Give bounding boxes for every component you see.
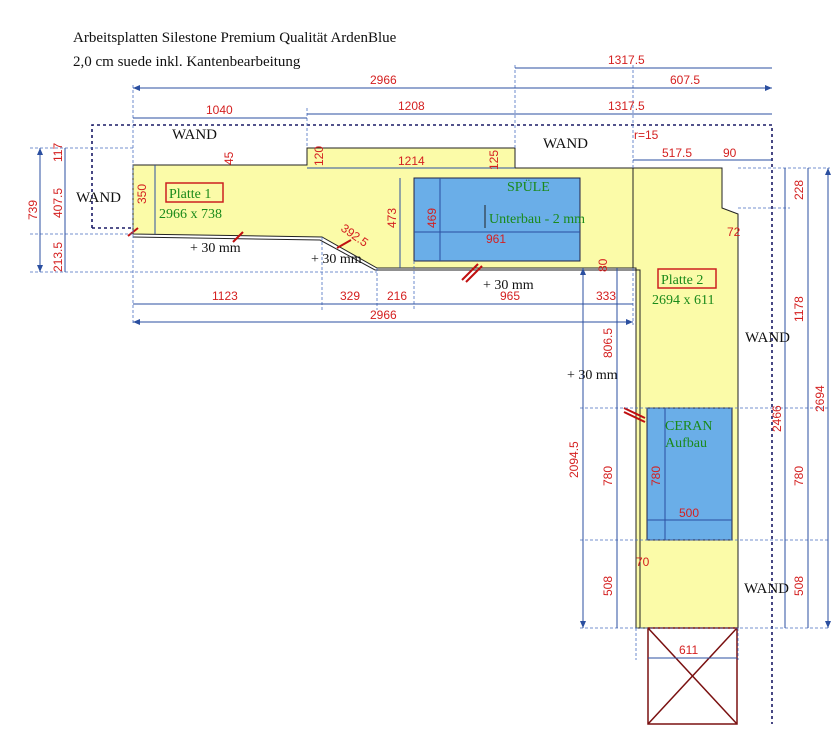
dim-top-607-5: 607.5 [670, 73, 700, 87]
dim-bot-965: 965 [500, 289, 520, 303]
dim-611: 611 [679, 643, 698, 657]
edge-note-4: + 30 mm [567, 368, 618, 383]
extension-lines [30, 65, 830, 660]
dim-517-5: 517.5 [662, 146, 692, 160]
dim-right-228: 228 [792, 180, 806, 200]
dim-469: 469 [425, 208, 439, 228]
dim-bot-1123: 1123 [212, 289, 238, 303]
wall-label-left: WAND [76, 190, 121, 206]
dim-2094-5: 2094.5 [567, 441, 581, 478]
sink-label: SPÜLE [507, 178, 550, 195]
cooktop-cutout [646, 407, 733, 541]
corner-radius-label: r=15 [634, 128, 659, 142]
cooktop-mount-label: Aufbau [665, 436, 707, 451]
plate-1-name: Platte 1 [169, 187, 211, 202]
sink-mount-label: Unterbau - 2 mm [489, 212, 585, 227]
dim-508-a: 508 [601, 576, 615, 596]
edge-note-2: + 30 mm [311, 252, 362, 267]
dim-1214: 1214 [398, 154, 425, 168]
plate-2-size: 2694 x 611 [652, 293, 714, 308]
dim-top-1317-5-b: 1317.5 [608, 99, 645, 113]
plate-1-size: 2966 x 738 [159, 207, 222, 222]
dim-top-1040: 1040 [206, 103, 233, 117]
drawing-title-line1: Arbeitsplatten Silestone Premium Qualitä… [73, 30, 397, 46]
dim-80: 80 [596, 258, 610, 272]
drawing-title-line2: 2,0 cm suede inkl. Kantenbearbeitung [73, 54, 301, 70]
dim-45: 45 [222, 151, 236, 165]
dim-top-2966: 2966 [370, 73, 397, 87]
dim-right-780: 780 [792, 466, 806, 486]
dim-473: 473 [385, 208, 399, 228]
dim-right-1178: 1178 [792, 296, 806, 322]
dim-left-117: 117 [51, 143, 65, 162]
front-edge-line [132, 236, 641, 628]
dim-bot-2966: 2966 [370, 308, 397, 322]
cooktop-label: CERAN [665, 419, 712, 434]
sink-cutout [413, 177, 581, 262]
dim-120: 120 [312, 146, 326, 166]
dim-500: 500 [679, 506, 699, 520]
edge-note-1: + 30 mm [190, 241, 241, 256]
dim-left-407-5: 407.5 [51, 188, 65, 218]
dim-top-1317-5-a: 1317.5 [608, 53, 645, 67]
wall-outline [91, 124, 773, 724]
wall-label-top-left: WAND [172, 127, 217, 143]
dim-961: 961 [486, 232, 506, 246]
dim-70: 70 [636, 555, 650, 569]
dimension-lines [39, 67, 829, 659]
dim-bot-329: 329 [340, 289, 360, 303]
plate-1-label-box [165, 182, 224, 203]
dim-bot-333: 333 [596, 289, 616, 303]
dim-right-508: 508 [792, 576, 806, 596]
dim-right-2694: 2694 [813, 385, 827, 412]
wall-label-right: WAND [745, 330, 790, 346]
plate-2-name: Platte 2 [661, 273, 703, 288]
dim-780-a: 780 [601, 466, 615, 486]
dim-top-1208: 1208 [398, 99, 425, 113]
dim-bot-216: 216 [387, 289, 407, 303]
dim-780-b: 780 [649, 466, 663, 486]
wall-label-top-right: WAND [543, 136, 588, 152]
dimension-arrows [37, 85, 831, 628]
dim-350: 350 [135, 184, 149, 204]
dim-left-739: 739 [26, 200, 40, 220]
plate-2-label-box [657, 268, 717, 289]
dim-125: 125 [487, 150, 501, 170]
wall-label-bottom-right: WAND [744, 581, 789, 597]
dim-72: 72 [727, 225, 741, 239]
dim-806-5: 806.5 [601, 328, 615, 358]
dim-right-2466: 2466 [770, 405, 784, 432]
dim-90: 90 [723, 146, 737, 160]
dim-left-213-5: 213.5 [51, 242, 65, 272]
edge-note-3: + 30 mm [483, 278, 534, 293]
